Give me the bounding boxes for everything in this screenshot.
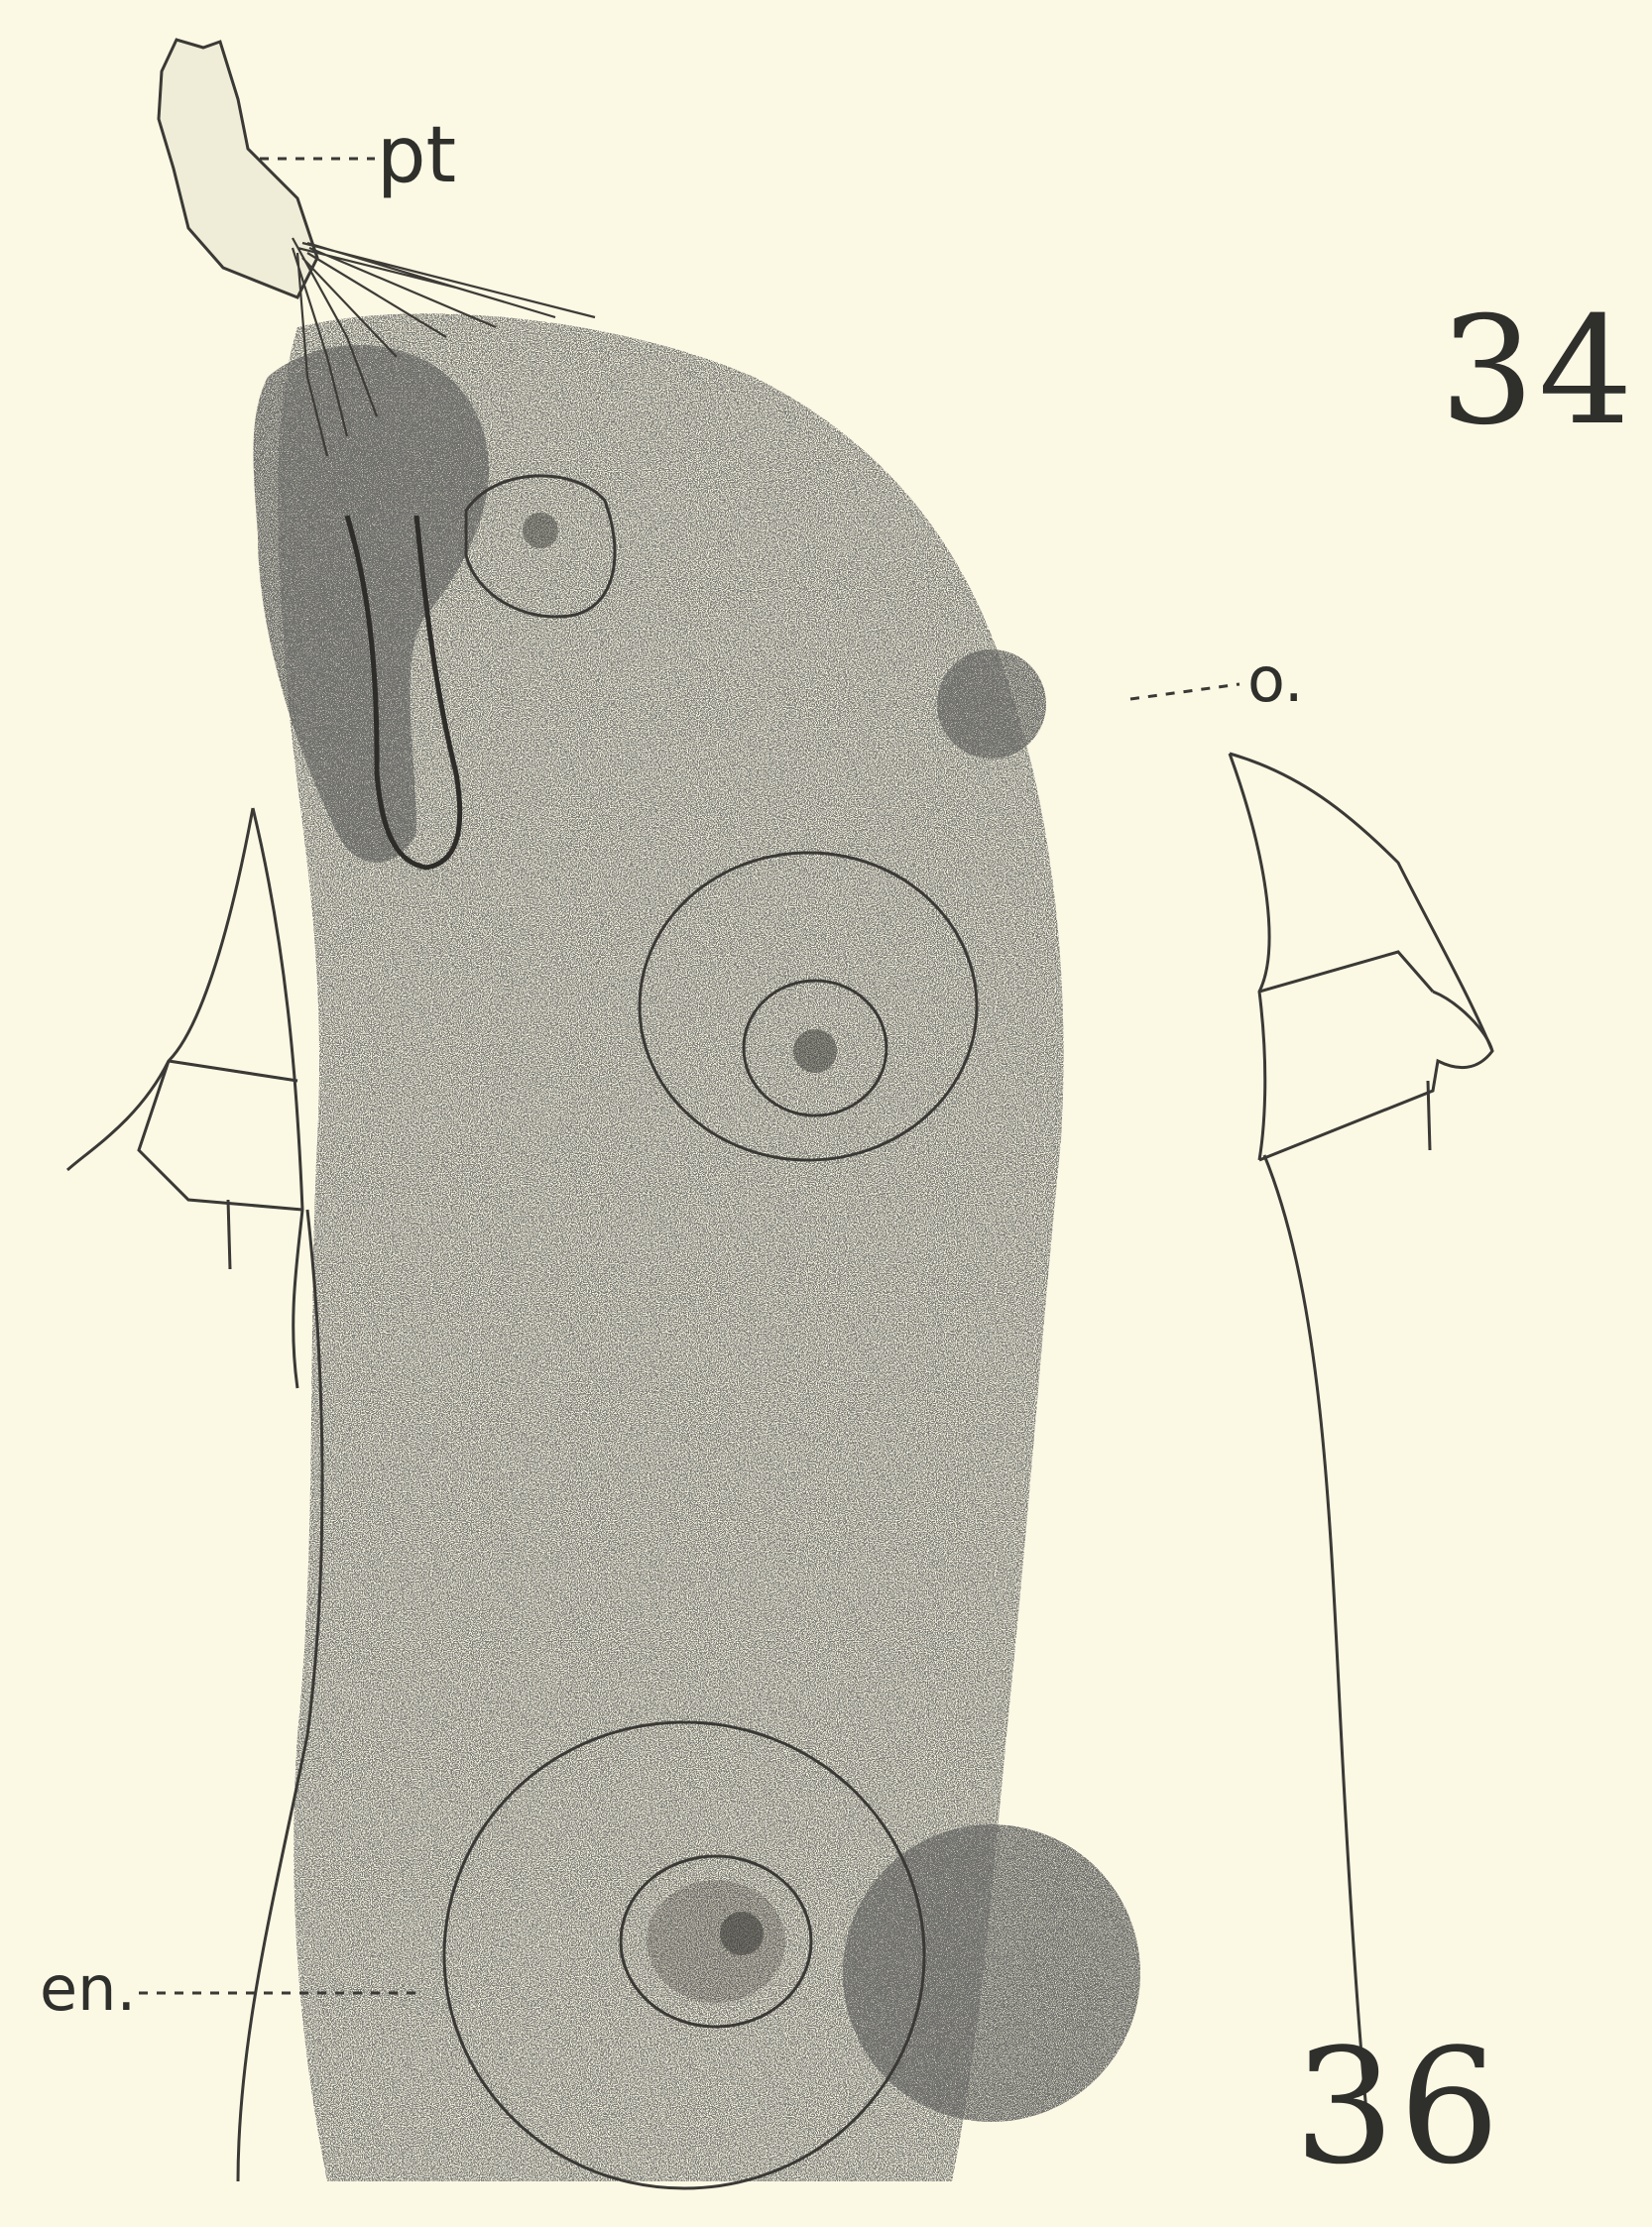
label-o: o. [1247,649,1304,711]
figure-number-36: 36 [1294,2028,1504,2186]
label-pt: pt [377,117,456,194]
figure-number-34: 34 [1440,297,1637,446]
right-outline [1230,754,1492,2132]
label-en: en. [40,1958,136,2020]
